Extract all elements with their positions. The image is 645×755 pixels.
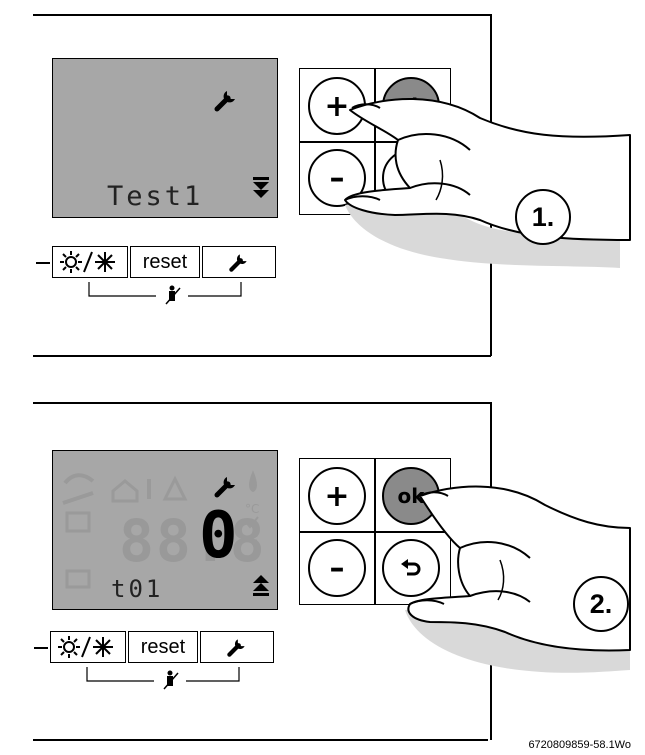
panel-2-bottom-line bbox=[33, 739, 488, 741]
sun-snow-button[interactable] bbox=[52, 246, 128, 278]
plus-button[interactable]: + bbox=[308, 77, 366, 135]
back-arrow-icon bbox=[401, 559, 421, 576]
minus-button[interactable]: – bbox=[308, 539, 366, 597]
panel-2-top-line bbox=[33, 402, 491, 404]
svg-text:°F: °F bbox=[245, 534, 258, 548]
ok-button-label: ok bbox=[397, 94, 425, 118]
step-badge-2: 2. bbox=[573, 576, 629, 632]
panel-1-bottom-line bbox=[33, 355, 491, 357]
ok-button-label: ok bbox=[397, 484, 425, 508]
button-strip-2: reset bbox=[50, 631, 276, 663]
chimney-sweep-bracket-1 bbox=[88, 282, 242, 305]
double-arrow-up-icon bbox=[253, 575, 269, 596]
plus-button[interactable]: + bbox=[308, 467, 366, 525]
chimney-sweep-bracket-2 bbox=[86, 667, 240, 690]
wrench-icon bbox=[214, 477, 235, 498]
strip-lead-line-1 bbox=[36, 262, 50, 264]
panel-1-top-line bbox=[33, 14, 491, 16]
panel-1-right-line bbox=[490, 14, 492, 356]
service-button[interactable] bbox=[200, 631, 274, 663]
sun-snow-button[interactable] bbox=[50, 631, 126, 663]
back-button[interactable] bbox=[382, 539, 440, 597]
wrench-icon bbox=[227, 639, 245, 657]
chimney-sweep-icon bbox=[165, 285, 181, 305]
figure-code: 6720809859-58.1Wo bbox=[528, 739, 631, 751]
display-text: Test1 bbox=[107, 181, 204, 212]
ok-button[interactable]: ok bbox=[382, 467, 440, 525]
keypad-divider-h bbox=[300, 141, 450, 143]
reset-button[interactable]: reset bbox=[128, 631, 198, 663]
faint-status-icons: °C °F bbox=[62, 470, 259, 589]
display-code: t01 bbox=[111, 575, 164, 603]
double-arrow-down-icon bbox=[253, 177, 269, 198]
keypad-2: + ok – bbox=[299, 458, 451, 605]
keypad-divider-h bbox=[300, 531, 450, 533]
lcd-display-2: °C °F 88.8 0 t01 bbox=[52, 450, 278, 610]
back-arrow-icon bbox=[401, 169, 421, 186]
wrench-icon bbox=[229, 254, 247, 272]
reset-button[interactable]: reset bbox=[130, 246, 200, 278]
chimney-sweep-icon bbox=[163, 670, 179, 690]
strip-lead-line-2 bbox=[34, 647, 48, 649]
lcd-display-1: Test1 bbox=[52, 58, 278, 218]
faint-segment-digits: 88.8 bbox=[119, 507, 267, 575]
step-badge-1: 1. bbox=[515, 189, 571, 245]
sun-snowflake-icon bbox=[58, 636, 113, 658]
back-button[interactable] bbox=[382, 149, 440, 207]
svg-text:°C: °C bbox=[245, 502, 259, 516]
keypad-1: + ok – bbox=[299, 68, 451, 215]
service-button[interactable] bbox=[202, 246, 276, 278]
minus-button[interactable]: – bbox=[308, 149, 366, 207]
display-value-digit: 0 bbox=[199, 499, 238, 573]
ok-button[interactable]: ok bbox=[382, 77, 440, 135]
button-strip-1: reset bbox=[52, 246, 278, 278]
panel-2-right-line bbox=[490, 402, 492, 740]
sun-snowflake-icon bbox=[60, 251, 115, 273]
wrench-icon bbox=[214, 91, 235, 112]
